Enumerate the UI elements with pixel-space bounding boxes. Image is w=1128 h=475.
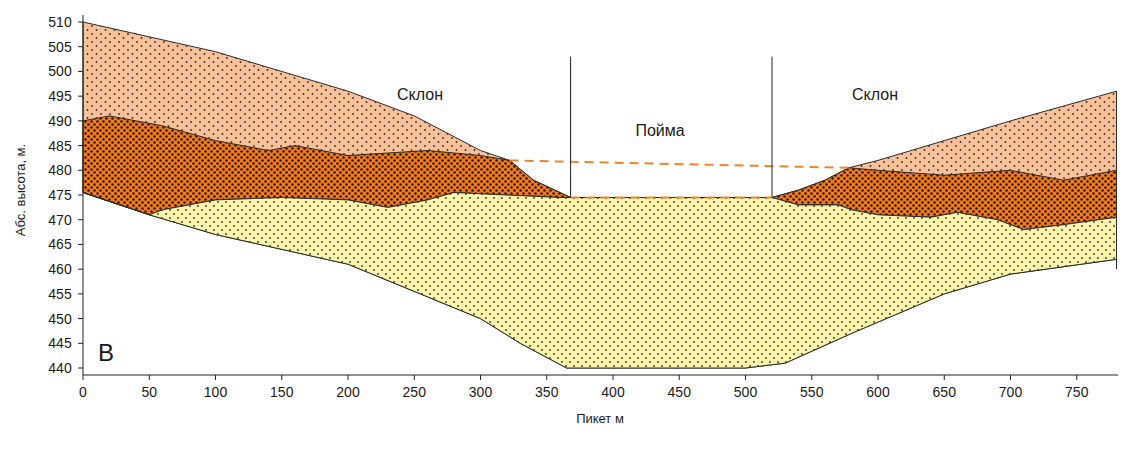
tick-label: 480	[48, 163, 71, 177]
tick-label: 440	[48, 361, 71, 375]
axis-title: Абс. высота, м.	[14, 144, 27, 236]
tick	[1076, 375, 1077, 380]
tick	[613, 375, 614, 380]
tick	[78, 145, 83, 146]
tick-label: 0	[79, 385, 87, 399]
tick-label: 100	[204, 385, 227, 399]
tick-label: 150	[270, 385, 293, 399]
tick	[281, 375, 282, 380]
tick-label: 450	[668, 385, 691, 399]
tick	[480, 375, 481, 380]
dashed-line	[571, 196, 772, 198]
tick-label: 500	[48, 64, 71, 78]
x-axis	[83, 375, 1118, 376]
tick	[1010, 375, 1011, 380]
tick-label: 650	[933, 385, 956, 399]
tick	[149, 375, 150, 380]
tick-label: 455	[48, 287, 71, 301]
tick-label: 490	[48, 114, 71, 128]
tick-label: 550	[800, 385, 823, 399]
zone-divider	[772, 57, 773, 198]
tick	[546, 375, 547, 380]
tick-label: 450	[48, 312, 71, 326]
tick-label: 750	[1065, 385, 1088, 399]
tick	[78, 343, 83, 344]
tick-label: 505	[48, 40, 71, 54]
tick	[78, 293, 83, 294]
tick-label: 400	[601, 385, 624, 399]
tick-label: 470	[48, 213, 71, 227]
zone-label: Склон	[397, 87, 443, 103]
tick	[745, 375, 746, 380]
tick	[348, 375, 349, 380]
tick-label: 465	[48, 237, 71, 251]
tick-label: 510	[48, 15, 71, 29]
tick-label: 460	[48, 262, 71, 276]
zone-label: Склон	[852, 87, 898, 103]
tick	[78, 244, 83, 245]
tick	[78, 318, 83, 319]
tick-label: 350	[535, 385, 558, 399]
tick	[679, 375, 680, 380]
zone-divider	[570, 57, 571, 198]
sand-layer-texture	[83, 193, 1117, 369]
tick-label: 495	[48, 89, 71, 103]
tick-label: 50	[141, 385, 157, 399]
axis-title: Пикет м	[576, 412, 624, 425]
tick	[78, 219, 83, 220]
tick-label: 475	[48, 188, 71, 202]
tick-label: 445	[48, 336, 71, 350]
zone-label: Пойма	[635, 123, 684, 139]
loam-layer	[83, 22, 1117, 368]
tick	[414, 375, 415, 380]
tick	[944, 375, 945, 380]
tick-label: 250	[403, 385, 426, 399]
tick	[78, 269, 83, 270]
tick-label: 485	[48, 139, 71, 153]
tick-label: 200	[336, 385, 359, 399]
tick	[78, 46, 83, 47]
loam-layer-texture	[83, 22, 1117, 368]
tick-label: 500	[734, 385, 757, 399]
tick	[78, 195, 83, 196]
tick	[878, 375, 879, 380]
tick	[78, 96, 83, 97]
tick	[811, 375, 812, 380]
sand-layer	[83, 193, 1117, 369]
tick-label: 600	[866, 385, 889, 399]
tick	[78, 170, 83, 171]
tick	[78, 71, 83, 72]
tick	[78, 120, 83, 121]
tick	[78, 22, 83, 23]
panel-letter: В	[98, 341, 114, 365]
tick	[215, 375, 216, 380]
tick-label: 700	[999, 385, 1022, 399]
tick	[83, 375, 84, 380]
tick	[78, 368, 83, 369]
tick-label: 300	[469, 385, 492, 399]
dashed-line	[510, 160, 849, 167]
